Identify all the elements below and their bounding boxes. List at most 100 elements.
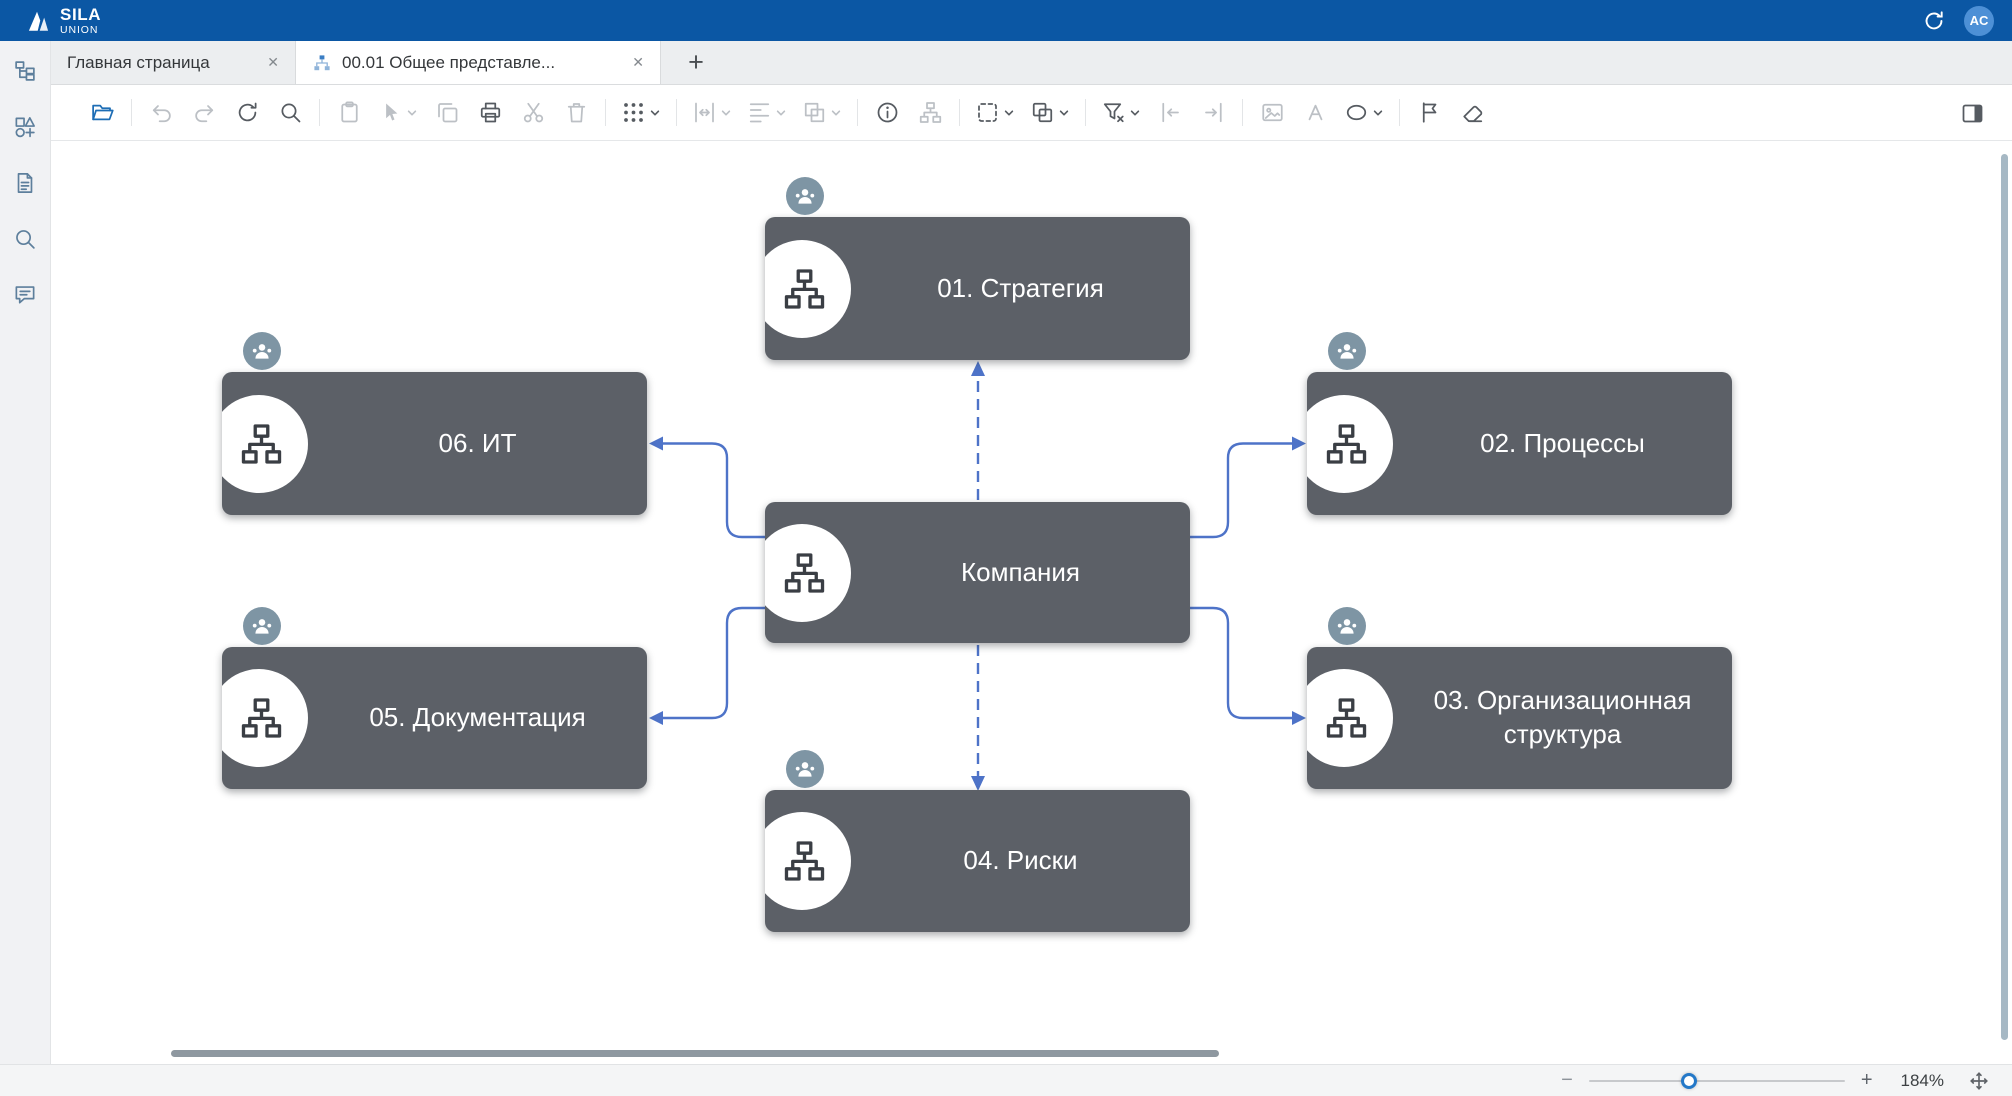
zoom-search-button[interactable] [271,94,309,132]
collapse-level-button[interactable] [1151,94,1189,132]
model-hierarchy-button[interactable] [911,94,949,132]
tab-2[interactable]: 00.01 Общее представле...✕ [296,41,661,84]
pointer-mode-button[interactable] [373,94,423,132]
redo-icon [192,100,217,125]
cut-button[interactable] [514,94,552,132]
sync-button[interactable] [1922,9,1946,33]
delete-icon [564,100,589,125]
toolbar-separator [605,99,606,126]
eraser-button[interactable] [1453,94,1491,132]
app-logo: SILA UNION [0,6,101,36]
eraser-icon [1460,100,1485,125]
toolbar-separator [1242,99,1243,126]
diagram-node-risks[interactable]: 04. Риски [765,790,1190,932]
diagram-node-strategy[interactable]: 01. Стратегия [765,217,1190,360]
chevron-down-icon [1372,107,1384,119]
node-body: 05. Документация [222,647,647,789]
print-button[interactable] [471,94,509,132]
chevron-down-icon [406,107,418,119]
fit-screen-icon[interactable] [1968,1070,1990,1092]
vertical-scrollbar[interactable] [2001,154,2008,1040]
person-icon [793,757,817,781]
filter-button[interactable] [1096,94,1146,132]
insert-image-button[interactable] [1253,94,1291,132]
models-tree-button[interactable] [10,56,40,86]
tab-close-button[interactable]: ✕ [632,54,644,71]
node-body: 04. Риски [765,790,1190,932]
toolbar-separator [959,99,960,126]
search-button[interactable] [10,224,40,254]
org-chart-icon [1323,695,1370,742]
font-style-icon [1303,100,1328,125]
assignment-badge[interactable] [786,177,824,215]
zoom-slider-track [1589,1080,1845,1082]
diagram-node-processes[interactable]: 02. Процессы [1307,372,1732,515]
tab-close-button[interactable]: ✕ [267,54,279,71]
sync-icon [1922,9,1946,33]
objects-button[interactable] [10,112,40,142]
align-objects-button[interactable] [742,94,792,132]
status-bar: − + 184% [0,1064,2012,1096]
arrange-order-button[interactable] [797,94,847,132]
undo-button[interactable] [142,94,180,132]
open-model-button[interactable] [83,94,121,132]
distribute-objects-button[interactable] [687,94,737,132]
node-body: Компания [765,502,1190,643]
assignment-badge[interactable] [786,750,824,788]
document-properties-button[interactable] [10,168,40,198]
duplicate-icon [1030,100,1055,125]
font-style-button[interactable] [1296,94,1334,132]
person-icon [793,184,817,208]
toolbar-separator [131,99,132,126]
user-avatar[interactable]: AC [1964,6,1994,36]
collapse-left-icon [1158,100,1183,125]
org-chart-icon [781,838,828,885]
org-chart-icon [781,265,828,312]
toolbar-separator [857,99,858,126]
refresh-icon [235,100,260,125]
logo-primary: SILA [60,6,101,23]
delete-button[interactable] [557,94,595,132]
toggle-panel-button[interactable] [1953,94,1991,132]
print-icon [478,100,503,125]
comments-button[interactable] [10,280,40,310]
shape-tool-button[interactable] [1339,94,1389,132]
expand-level-button[interactable] [1194,94,1232,132]
toolbar-separator [1399,99,1400,126]
zoom-slider[interactable] [1589,1073,1845,1089]
diagram-node-it[interactable]: 06. ИТ [222,372,647,515]
toolbar [51,85,2012,141]
zoom-search-icon [278,100,303,125]
refresh-button[interactable] [228,94,266,132]
zoom-out-button[interactable]: − [1561,1069,1573,1092]
node-label: 06. ИТ [322,372,633,515]
diagram-node-docs[interactable]: 05. Документация [222,647,647,789]
redo-button[interactable] [185,94,223,132]
zoom-slider-thumb[interactable] [1681,1073,1697,1089]
person-icon [1335,614,1359,638]
horizontal-scrollbar[interactable] [171,1050,1219,1057]
diagram-node-company[interactable]: Компания [765,502,1190,643]
pointer-icon [378,100,403,125]
zoom-in-button[interactable]: + [1861,1069,1873,1092]
align-objects-icon [747,100,772,125]
tab-1[interactable]: Главная страница✕ [51,41,296,84]
model-info-button[interactable] [868,94,906,132]
duplicate-button[interactable] [1025,94,1075,132]
chevron-down-icon [775,107,787,119]
copy-button[interactable] [428,94,466,132]
selection-mode-button[interactable] [970,94,1020,132]
image-icon [1260,100,1285,125]
paste-button[interactable] [330,94,368,132]
assignment-badge[interactable] [1328,607,1366,645]
assignment-badge[interactable] [243,607,281,645]
chevron-down-icon [649,107,661,119]
new-tab-button[interactable]: + [673,41,719,84]
toolbar-separator [676,99,677,126]
grid-settings-button[interactable] [616,94,666,132]
node-label: 05. Документация [322,647,633,789]
assignment-badge[interactable] [1328,332,1366,370]
assignment-badge[interactable] [243,332,281,370]
diagram-node-orgstruct[interactable]: 03. Организационная структура [1307,647,1732,789]
flag-marker-button[interactable] [1410,94,1448,132]
